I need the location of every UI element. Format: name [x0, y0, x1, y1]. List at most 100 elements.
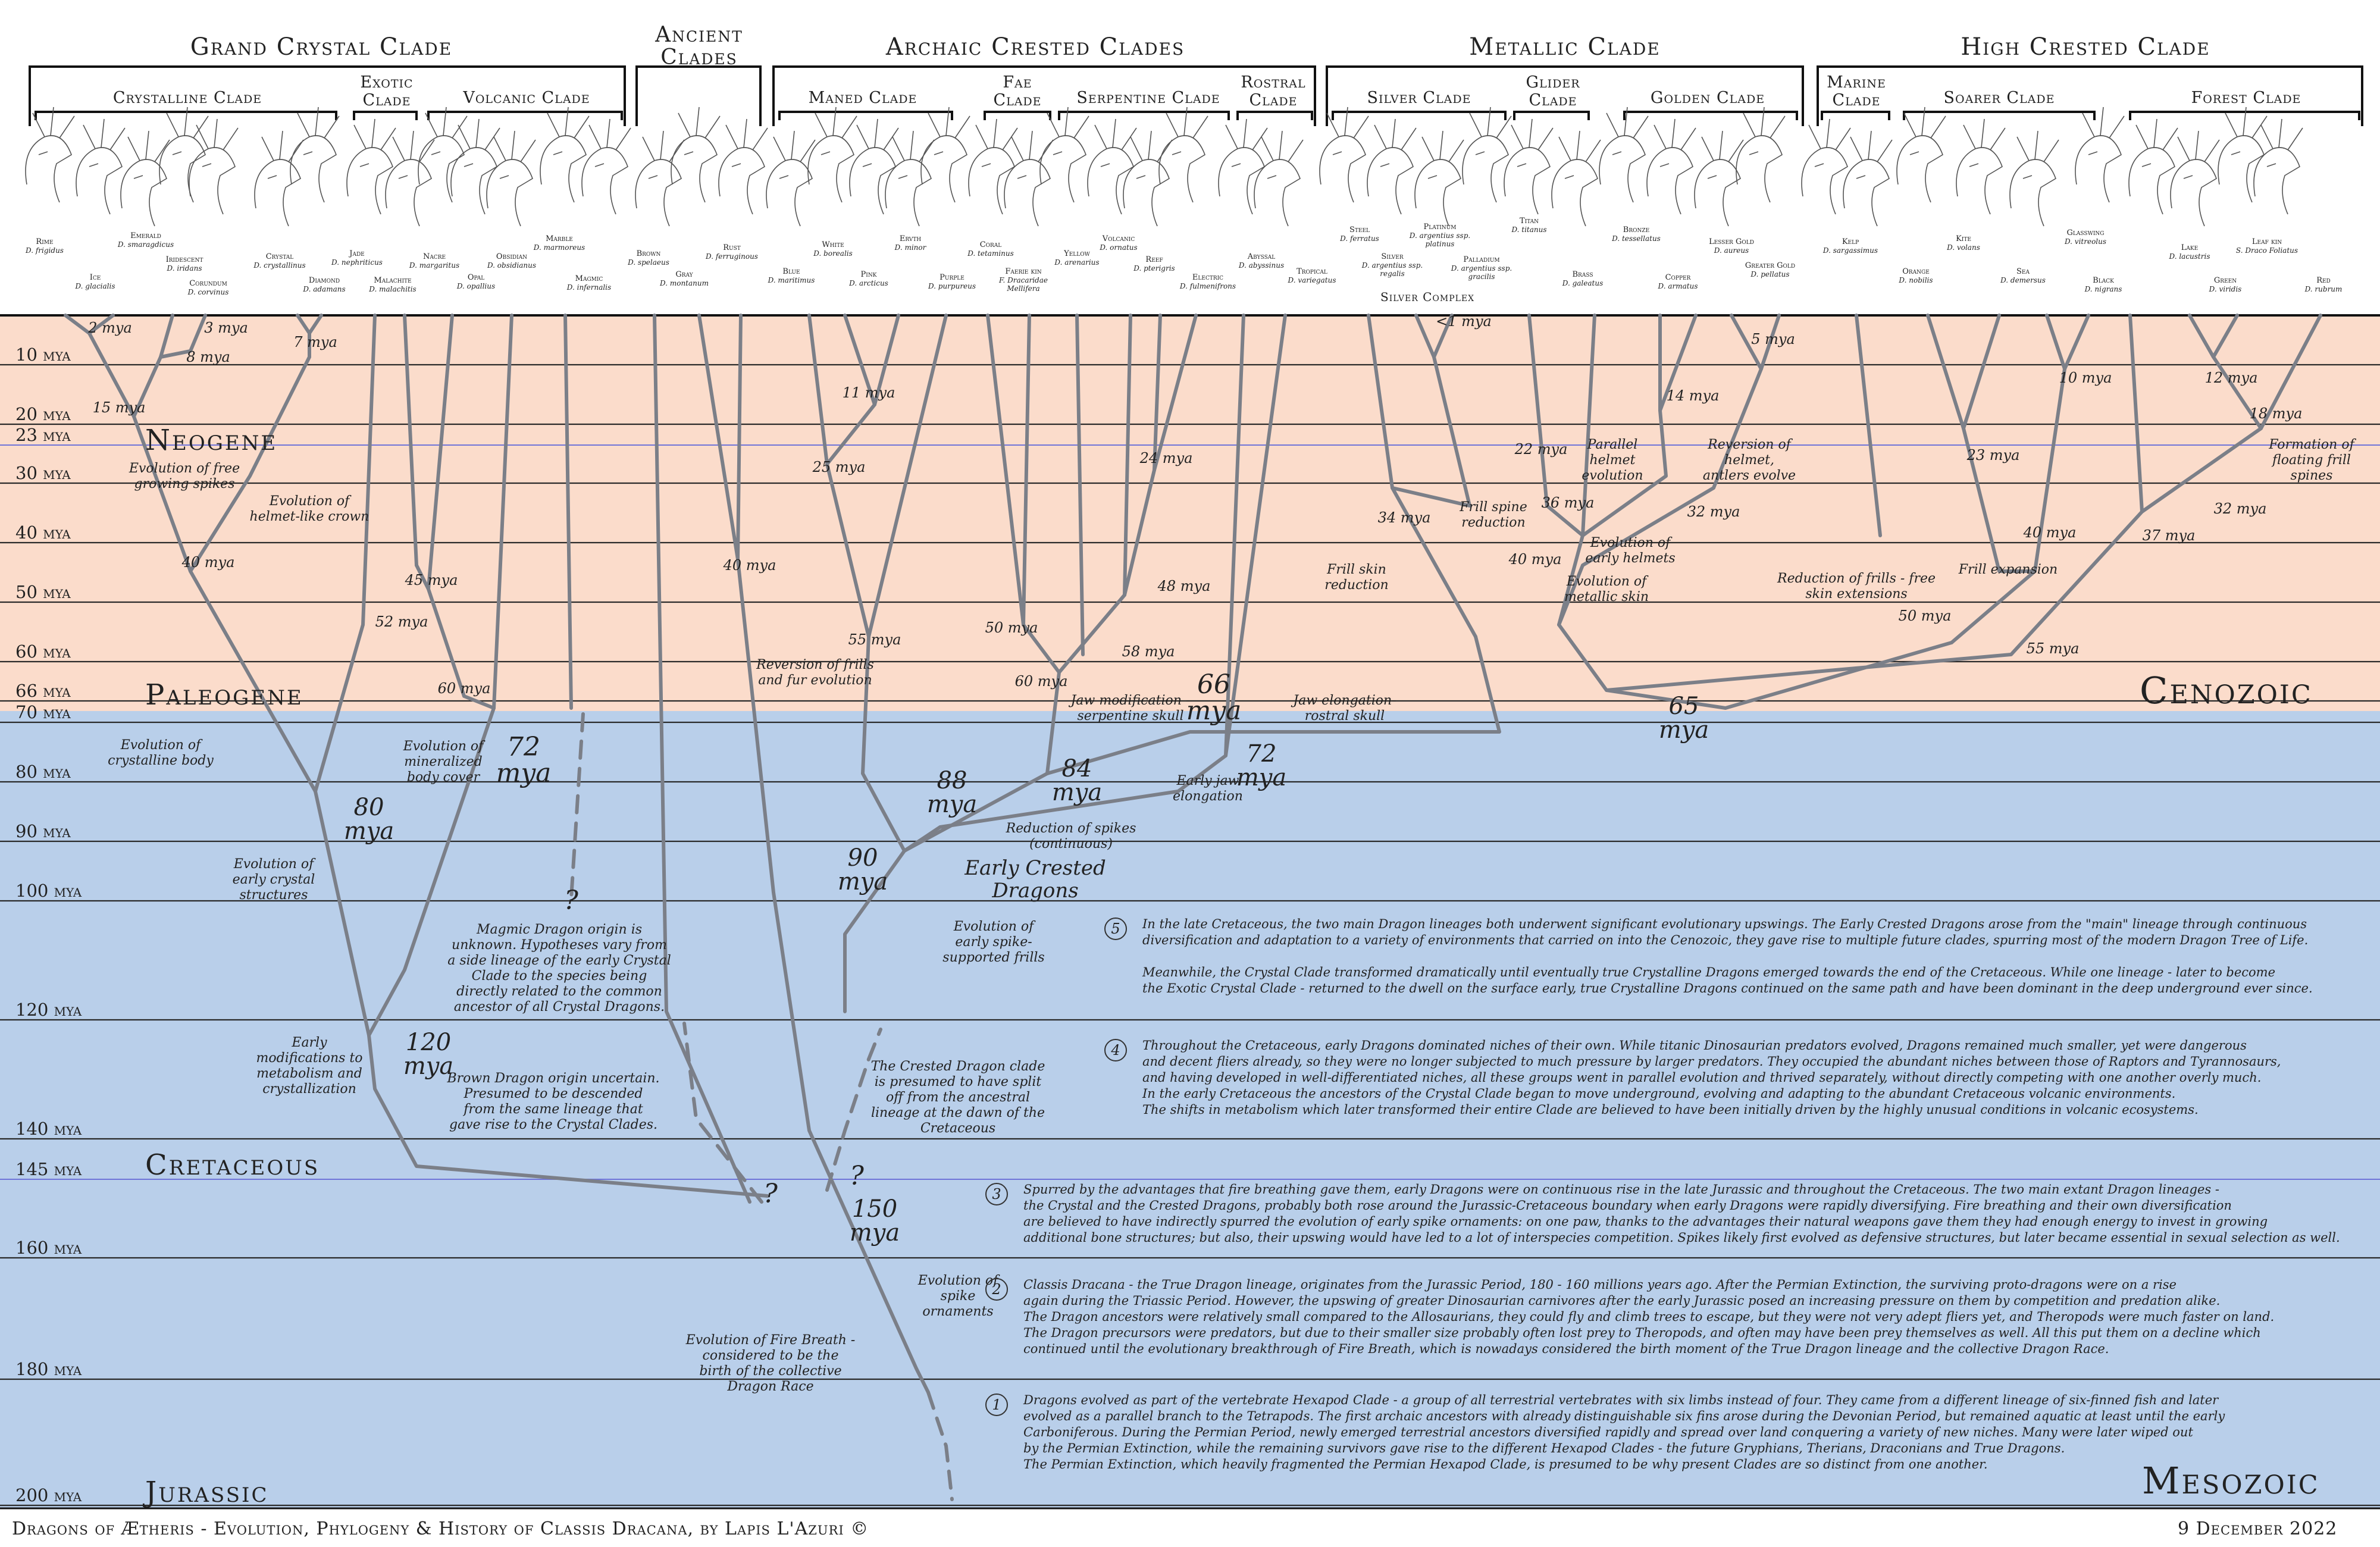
story-number-2: 2: [985, 1278, 1008, 1301]
timeline-label: 120 mya: [15, 1000, 82, 1020]
species-name: Iridescent: [165, 255, 203, 264]
species-name: Black: [2093, 276, 2114, 285]
dragon-head-icon: [1039, 107, 1089, 203]
timeline-label: 145 mya: [15, 1159, 82, 1179]
dragon-head-icon: [1736, 107, 1786, 203]
subclade-serpentine: Serpentine Clade: [1076, 89, 1220, 107]
dragon-head-icon: [2218, 107, 2268, 203]
species-scientific-name: D. glacialis: [75, 282, 115, 290]
dragon-head-icon: [920, 107, 970, 203]
species-scientific-name: D. spelaeus: [628, 258, 669, 267]
branch-line: [403, 314, 418, 567]
dragon-head-icon: [418, 107, 468, 203]
story-number-3: 3: [985, 1183, 1008, 1205]
branch-line: [132, 355, 162, 418]
bracket: [1326, 65, 1804, 126]
node-age: 7 mya: [293, 334, 337, 351]
node-age: 72 mya: [496, 732, 552, 789]
clade-title-metallic: Metallic Clade: [1469, 33, 1661, 61]
evolution-note: Evolution of crystalline body: [108, 738, 214, 768]
species-name: Brown: [636, 249, 661, 258]
node-age: 45 mya: [405, 572, 458, 589]
dragon-head-icon: [189, 118, 239, 215]
species-scientific-name: D. abyssinus: [1238, 261, 1285, 270]
evolution-note: Evolution of helmet-like crown: [249, 494, 369, 524]
branch-line: [1022, 314, 1031, 627]
node-age: 10 mya: [2059, 369, 2112, 387]
species-scientific-name: D. titanus: [1511, 226, 1547, 234]
dragon-head-icon: [2170, 130, 2220, 227]
evolution-note: Evolution of spike ornaments: [917, 1273, 998, 1319]
node-age: 84 mya: [1051, 755, 1103, 806]
node-age: 52 mya: [375, 613, 428, 631]
species-scientific-name: D. argentius ssp. platinus: [1409, 231, 1471, 248]
branch-line: [2045, 314, 2090, 371]
tree-branches: [64, 314, 2322, 1501]
timeline-label: 70 mya: [15, 702, 71, 722]
node-age: 40 mya: [181, 554, 235, 571]
dragon-head-icon: [1551, 130, 1601, 227]
node-age: 60 mya: [437, 680, 491, 697]
branch-line: [87, 331, 136, 418]
node-age: 40 mya: [1508, 551, 1562, 568]
species-name: Greater Gold: [1745, 261, 1796, 270]
dragon-head-icon: [1956, 118, 2006, 215]
species-name: Green: [2213, 276, 2237, 285]
species-scientific-name: D. opallius: [456, 282, 496, 290]
story-1: Dragons evolved as part of the vertebrat…: [1023, 1393, 2225, 1471]
node-age: 14 mya: [1666, 387, 1720, 405]
evolution-note: Evolution of early spike-supported frill…: [942, 919, 1045, 965]
species-name: Corundum: [189, 279, 227, 288]
dragon-head-icon: [2009, 130, 2059, 227]
branch-line: [1557, 314, 1781, 627]
dragon-head-icon: [1319, 107, 1369, 203]
species-scientific-name: D. lacustris: [2169, 252, 2210, 261]
evolution-note: Brown Dragon origin uncertain. Presumed …: [447, 1071, 660, 1132]
branch-line: [1730, 314, 1763, 371]
uncertain-branch-line: [569, 712, 585, 900]
branch-line: [132, 415, 192, 573]
species-name: Obsidian: [496, 252, 528, 261]
story-3: Spurred by the advantages that fire brea…: [1023, 1182, 2340, 1245]
evolution-note: The Crested Dragon clade is presumed to …: [870, 1059, 1045, 1136]
species-scientific-name: D. vitreolus: [2064, 237, 2107, 246]
branch-line: [1432, 355, 1471, 508]
timeline-label: 100 mya: [15, 881, 82, 901]
species-name: Crystal: [265, 252, 294, 261]
dragon-head-icon: [254, 130, 304, 227]
species-name: Ice: [89, 273, 101, 282]
species-scientific-name: D. frigidus: [26, 246, 64, 255]
node-age: 25 mya: [812, 459, 866, 476]
clade-title-high-crested: High Crested Clade: [1961, 33, 2210, 61]
node-age: 65 mya: [1658, 693, 1709, 744]
subclade-golden: Golden Clade: [1650, 89, 1765, 107]
species-scientific-name: D. demersus: [2000, 276, 2046, 284]
evolution-note: Frill spine reduction: [1460, 500, 1527, 530]
subclade-crystalline: Crystalline Clade: [112, 89, 262, 107]
species-scientific-name: S. Draco Foliatus: [2235, 246, 2298, 255]
node-age: 58 mya: [1122, 643, 1175, 660]
branch-line: [1605, 427, 2263, 692]
species-name: Lesser Gold: [1709, 237, 1754, 246]
dragon-head-icon: [1896, 107, 1946, 203]
evolution-note: Evolution of early crystal structures: [232, 857, 315, 903]
evolution-note: Frill expansion: [1958, 562, 2058, 577]
species-name: Electric: [1192, 273, 1224, 282]
species-name: Abyssal: [1247, 252, 1276, 261]
branch-line: [2033, 367, 2066, 573]
branch-line: [807, 314, 829, 466]
species-scientific-name: D. tetaminus: [967, 249, 1014, 258]
uncertain-branch-line: [682, 1022, 763, 1204]
dragon-head-icon: [450, 118, 500, 215]
species-name: Rust: [723, 243, 741, 252]
